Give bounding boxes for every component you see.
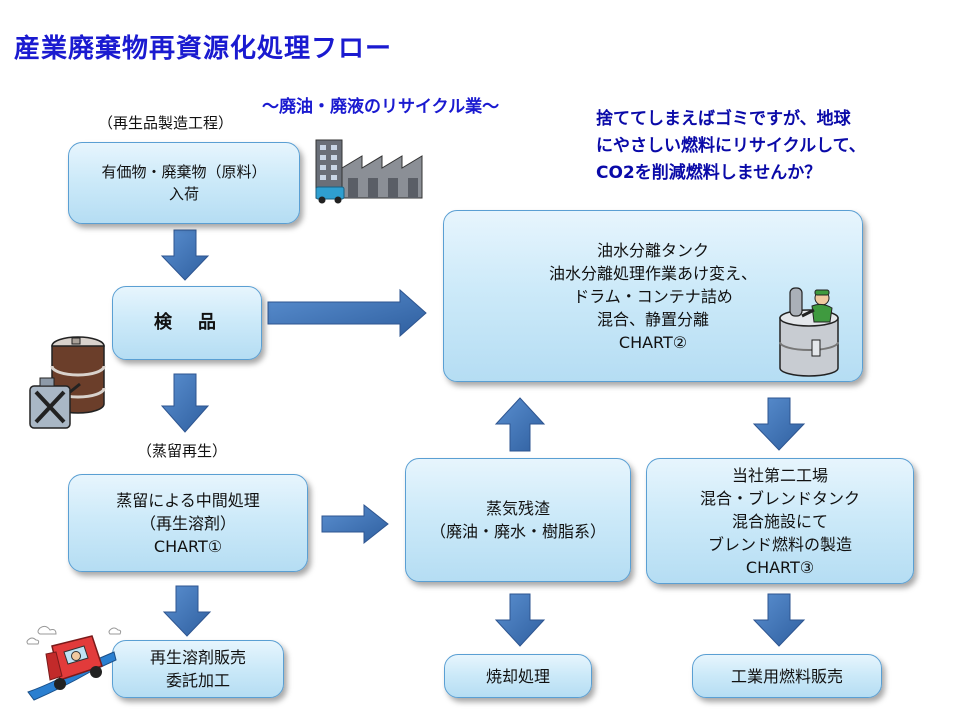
node-text: 検 品 [154,312,220,333]
delivery-truck-icon [26,625,122,701]
node-text: CHART③ [745,557,815,577]
node-distillation: 蒸留による中間処理 （再生溶剤） CHART① [68,474,308,572]
node-text: ブレンド燃料の製造 [707,534,852,554]
slogan-line: 捨ててしまえばゴミですが、地球 [596,109,851,129]
node-text: 入荷 [168,185,199,203]
node-text: 油水分離処理作業あけ変え、 [548,263,757,283]
node-inspection: 検 品 [112,286,262,360]
worker-tank-icon [779,287,839,377]
slogan-line: にやさしい燃料にリサイクルして、 [596,136,866,156]
page-subtitle: ～廃油・廃液のリサイクル業～ [262,97,500,117]
arrow-right-inspection [267,288,427,338]
arrow-down-factory [752,593,806,647]
node-text: 油水分離タンク [596,240,709,260]
arrow-up-residue [494,397,546,452]
node-text: 焼却処理 [485,666,550,686]
label-recycled-process: （再生品製造工程） [98,114,234,132]
page-title: 産業廃棄物再資源化処理フロー [14,34,393,64]
label-distillation-regen: （蒸留再生） [137,442,228,460]
node-text: 蒸気残渣 [485,499,550,518]
slogan-text: 捨ててしまえばゴミですが、地球 にやさしい燃料にリサイクルして、 CO2を削減燃… [596,106,866,187]
slogan-line: CO2を削減燃料しませんか？ [596,163,822,183]
arrow-down-intake [160,229,210,281]
arrow-down-residue [494,593,546,647]
node-text: 委託加工 [165,671,230,690]
node-text: （廃油・廃水・樹脂系） [429,522,606,541]
node-text: 混合・ブレンドタンク [699,488,860,508]
node-text: （再生溶剤） [139,513,236,533]
node-text: 当社第二工場 [731,465,828,485]
drum-canister-icon [29,336,106,429]
node-text: CHART② [618,332,688,352]
factory-icon [315,139,423,204]
node-text: 有価物・廃棄物（原料） [101,163,267,181]
node-text: CHART① [153,536,223,556]
node-text: 蒸留による中間処理 [116,490,260,510]
node-residue: 蒸気残渣 （廃油・廃水・樹脂系） [405,458,631,582]
node-text: 混合施設にて [731,511,828,531]
arrow-down-inspection [160,373,210,433]
node-fuel-sales: 工業用燃料販売 [692,654,882,698]
node-incineration: 焼却処理 [444,654,592,698]
node-second-factory: 当社第二工場 混合・ブレンドタンク 混合施設にて ブレンド燃料の製造 CHART… [646,458,914,584]
arrow-down-separation [752,397,806,451]
node-text: ドラム・コンテナ詰め [573,286,733,306]
node-intake: 有価物・廃棄物（原料） 入荷 [68,142,300,224]
node-text: 再生溶剤販売 [149,648,246,667]
node-text: 工業用燃料販売 [730,666,843,686]
node-solvent-sales: 再生溶剤販売 委託加工 [112,640,284,698]
arrow-down-distillation [162,585,212,637]
arrow-right-distillation [321,503,389,545]
node-text: 混合、静置分離 [596,309,709,329]
